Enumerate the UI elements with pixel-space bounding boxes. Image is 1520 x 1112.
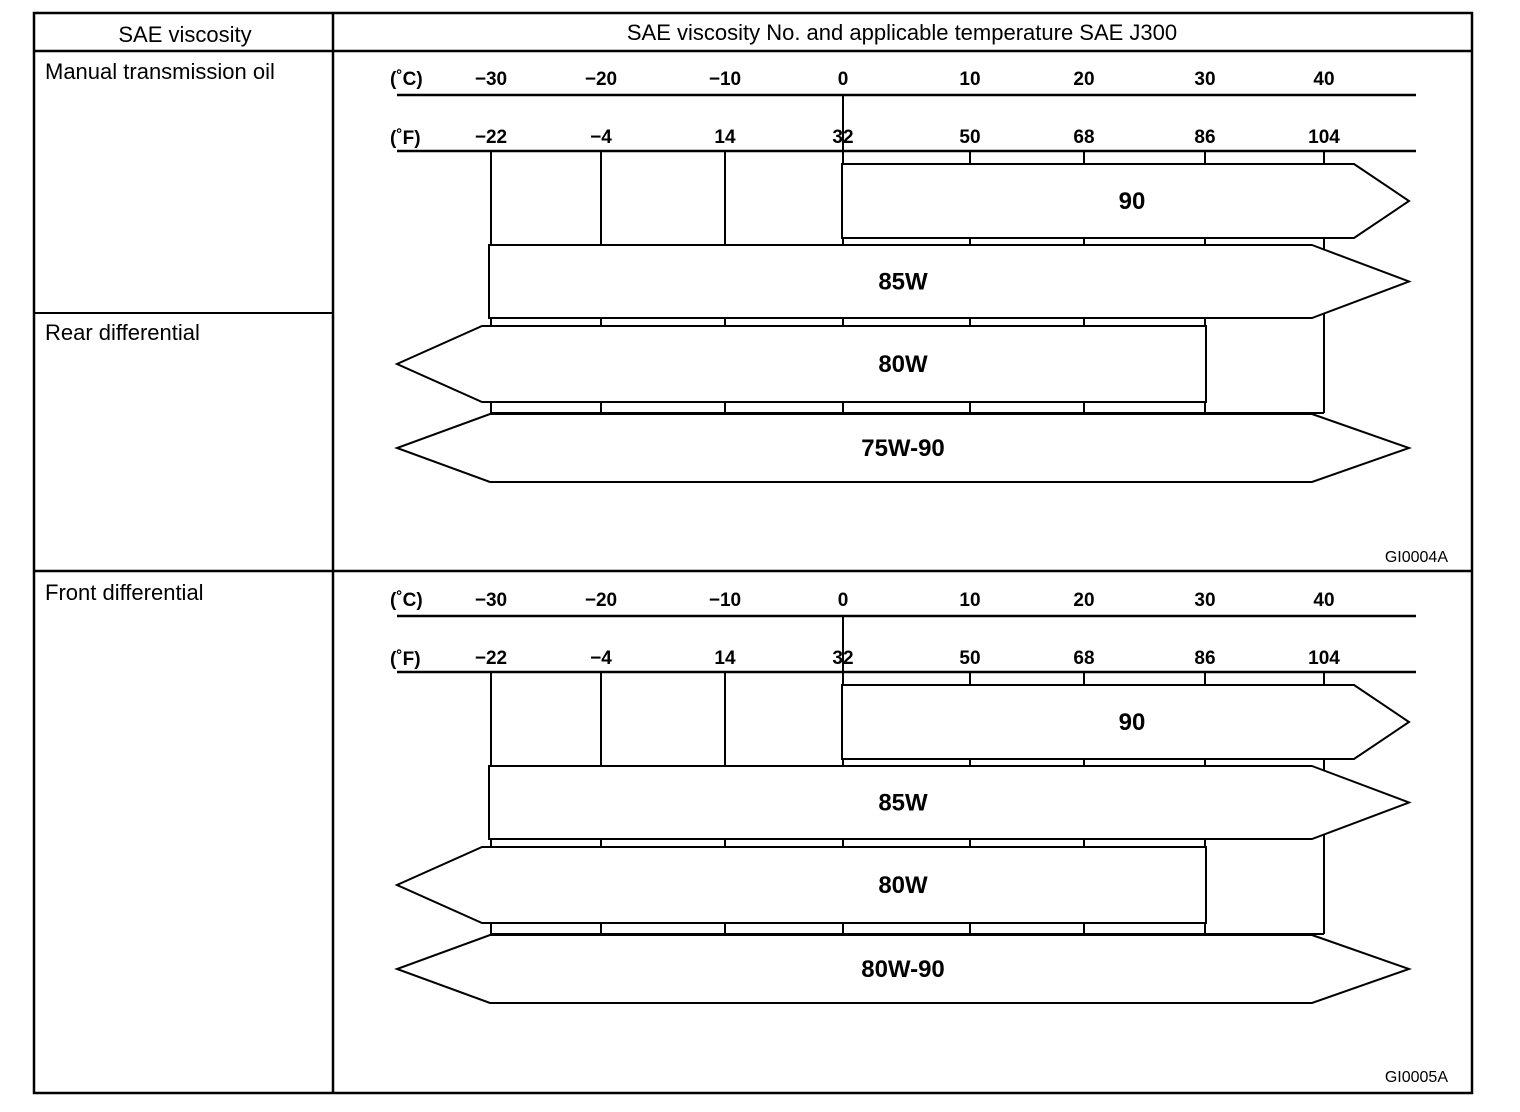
celsius-tick-label: 10	[959, 69, 980, 90]
fahrenheit-tick-label: 104	[1308, 127, 1340, 148]
row-label-manual-transmission: Manual transmission oil	[45, 59, 275, 84]
fahrenheit-unit-label: (˚F)	[390, 128, 421, 149]
viscosity-bar-label: 90	[1119, 709, 1146, 736]
fahrenheit-tick-label: −4	[590, 127, 612, 148]
celsius-tick-label: −10	[709, 590, 741, 611]
fahrenheit-tick-label: 68	[1073, 648, 1094, 669]
celsius-tick-label: −10	[709, 69, 741, 90]
fahrenheit-tick-label: 50	[959, 648, 980, 669]
figure-code: GI0004A	[1385, 549, 1448, 566]
table-border	[32, 11, 1474, 1095]
celsius-tick-label: 0	[838, 69, 849, 90]
header-right: SAE viscosity No. and applicable tempera…	[627, 20, 1177, 45]
viscosity-bar	[488, 765, 1412, 840]
viscosity-chart-lower: (˚C) (˚F) −30 −20 −10 0 10 20 30 40 −22 −4 14 32 50 68 8…	[390, 590, 1448, 1086]
celsius-tick-label: 40	[1313, 69, 1334, 90]
celsius-tick-label: 30	[1194, 590, 1215, 611]
figure-code: GI0005A	[1385, 1069, 1448, 1086]
fahrenheit-tick-label: 32	[832, 127, 853, 148]
fahrenheit-unit-label: (˚F)	[390, 649, 421, 670]
table-grid	[32, 11, 1474, 1095]
fahrenheit-tick-label: 86	[1194, 127, 1215, 148]
celsius-tick-label: −20	[585, 69, 617, 90]
viscosity-bar	[841, 163, 1411, 239]
celsius-tick-label: −30	[475, 590, 507, 611]
viscosity-bar	[394, 846, 1207, 924]
viscosity-bar-label: 80W	[878, 872, 928, 899]
celsius-tick-label: 40	[1313, 590, 1334, 611]
celsius-tick-label: 20	[1073, 69, 1094, 90]
viscosity-chart-upper: (˚C) (˚F) −30 −20 −10 0 10 20 30 40 −22 −4 14 32 50 68 8…	[390, 69, 1448, 566]
viscosity-bar	[488, 244, 1412, 319]
header-left: SAE viscosity	[118, 22, 251, 47]
viscosity-bar	[394, 413, 1413, 483]
viscosity-bar	[841, 684, 1411, 760]
fahrenheit-tick-label: 68	[1073, 127, 1094, 148]
row-label-rear-differential: Rear differential	[45, 320, 200, 345]
viscosity-bar	[394, 934, 1413, 1004]
viscosity-bar-label: 75W-90	[861, 435, 945, 462]
viscosity-bar-label: 90	[1119, 188, 1146, 215]
fahrenheit-tick-label: 50	[959, 127, 980, 148]
celsius-tick-label: −30	[475, 69, 507, 90]
celsius-tick-label: −20	[585, 590, 617, 611]
fahrenheit-tick-label: 14	[714, 127, 736, 148]
celsius-tick-label: 30	[1194, 69, 1215, 90]
row-label-front-differential: Front differential	[45, 580, 204, 605]
celsius-tick-label: 10	[959, 590, 980, 611]
fahrenheit-tick-label: −22	[475, 648, 507, 669]
viscosity-bar	[394, 325, 1207, 403]
fahrenheit-tick-label: −4	[590, 648, 612, 669]
fahrenheit-tick-label: −22	[475, 127, 507, 148]
fahrenheit-tick-label: 32	[832, 648, 853, 669]
viscosity-bar-label: 85W	[878, 790, 928, 817]
fahrenheit-tick-label: 86	[1194, 648, 1215, 669]
viscosity-bar-label: 80W	[878, 351, 928, 378]
viscosity-bar-label: 85W	[878, 269, 928, 296]
celsius-unit-label: (˚C)	[390, 69, 423, 90]
celsius-tick-label: 0	[838, 590, 849, 611]
celsius-unit-label: (˚C)	[390, 590, 423, 611]
celsius-tick-label: 20	[1073, 590, 1094, 611]
fahrenheit-tick-label: 104	[1308, 648, 1340, 669]
fahrenheit-tick-label: 14	[714, 648, 736, 669]
viscosity-bar-label: 80W-90	[861, 956, 945, 983]
